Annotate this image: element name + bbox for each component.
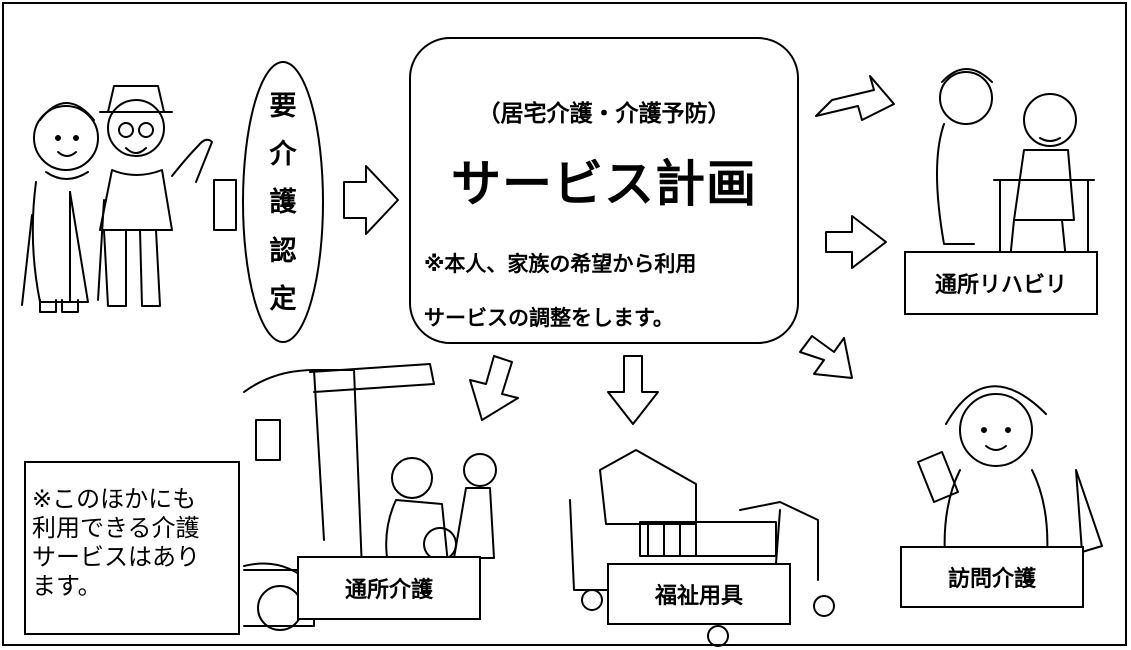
arrow-to-day-care	[469, 355, 519, 421]
rehab-illustration	[936, 68, 1095, 281]
certification-ellipse	[242, 61, 324, 343]
elderly-couple-illustration	[21, 85, 213, 313]
certification-char: 定	[269, 284, 297, 316]
note-line: 利用できる介護	[32, 514, 200, 542]
arrow-to-rehab	[825, 215, 887, 269]
arrow-to-plan	[343, 165, 399, 235]
certification-char: 認	[269, 235, 297, 267]
arrow-to-rehab-top	[815, 75, 895, 121]
note-line: ます。	[32, 572, 102, 600]
service-box-rehab: 通所リハビリ	[904, 251, 1098, 315]
home-visit-illustration	[917, 385, 1103, 571]
plan-note-line2: サービスの調整をします。	[424, 306, 674, 330]
service-plan-box	[409, 37, 799, 344]
plan-note-line1: ※本人、家族の希望から利用	[424, 252, 697, 276]
service-box-home-visit: 訪問介護	[900, 546, 1084, 608]
other-services-note: ※このほかにも 利用できる介護 サービスはあり ます。	[24, 461, 240, 635]
note-line: ※このほかにも	[32, 485, 197, 513]
arrow-to-certification	[213, 179, 237, 231]
certification-char: 介	[269, 139, 297, 171]
certification-label: 要 介 護 認 定	[243, 62, 323, 344]
plan-title: サービス計画	[451, 155, 757, 213]
service-box-day-care: 通所介護	[297, 556, 481, 620]
note-line: サービスはあり	[32, 543, 200, 571]
service-box-welfare-equipment: 福祉用具	[607, 563, 791, 625]
certification-char: 要	[269, 90, 297, 122]
certification-char: 護	[269, 187, 297, 219]
plan-subtitle: （居宅介護・介護予防）	[477, 101, 731, 127]
arrow-to-equipment	[607, 355, 659, 425]
service-plan: （居宅介護・介護予防） サービス計画 ※本人、家族の希望から利用 サービスの調整…	[410, 38, 798, 343]
arrow-to-home-visit	[799, 335, 853, 379]
